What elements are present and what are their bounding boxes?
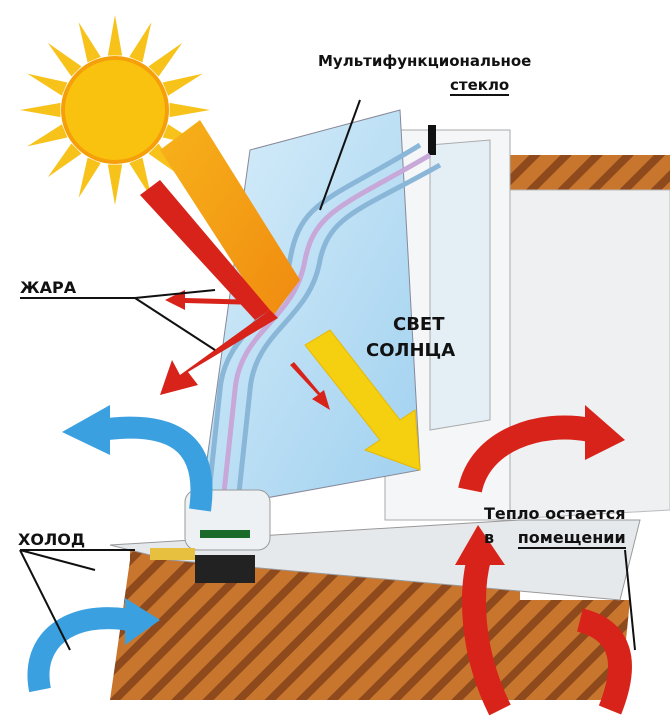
- sunlight-arrow: [304, 329, 421, 471]
- sun-ray: [107, 15, 123, 56]
- sun-ray: [27, 73, 68, 96]
- sun-ray: [78, 157, 101, 198]
- sun-ray: [78, 22, 101, 63]
- multifunctional-glass: [202, 142, 442, 531]
- glass-label-line1: Мультифункциональное: [318, 52, 532, 70]
- leader-lines: [19, 99, 636, 651]
- heat-arrows: [140, 180, 330, 410]
- sun-ray: [47, 143, 82, 178]
- sun-ray: [148, 42, 183, 77]
- glass-label-line2: стекло: [450, 76, 510, 96]
- sunlight-label-line2: СОЛНЦА: [366, 340, 456, 361]
- sun-ray: [20, 102, 61, 118]
- warm-label-line2: в помещении: [484, 528, 626, 549]
- warm-label-line1: Тепло остается: [484, 504, 626, 523]
- sun-ray: [162, 73, 203, 96]
- cold-arrowheads: [62, 405, 160, 645]
- sunlight-beam: [160, 120, 300, 320]
- wall: [489, 155, 670, 521]
- heat-label: ЖАРА: [20, 278, 77, 297]
- sunlight-label-line1: СВЕТ: [393, 314, 445, 335]
- sun-ray: [107, 164, 123, 205]
- sun-ray: [129, 22, 152, 63]
- sun-icon: [20, 15, 210, 205]
- sun-ray: [47, 42, 82, 77]
- cold-arrows: [27, 416, 213, 693]
- cold-label: ХОЛОД: [18, 530, 86, 549]
- warm-arrowheads: [455, 405, 625, 565]
- warm-label-room: помещении: [517, 528, 626, 549]
- warm-label-in: в: [484, 528, 495, 547]
- sun-ray: [169, 102, 210, 118]
- warm-arrows: [458, 415, 632, 716]
- sun-ray: [27, 124, 68, 147]
- sun-ray: [129, 157, 152, 198]
- window-frame: [199, 109, 511, 521]
